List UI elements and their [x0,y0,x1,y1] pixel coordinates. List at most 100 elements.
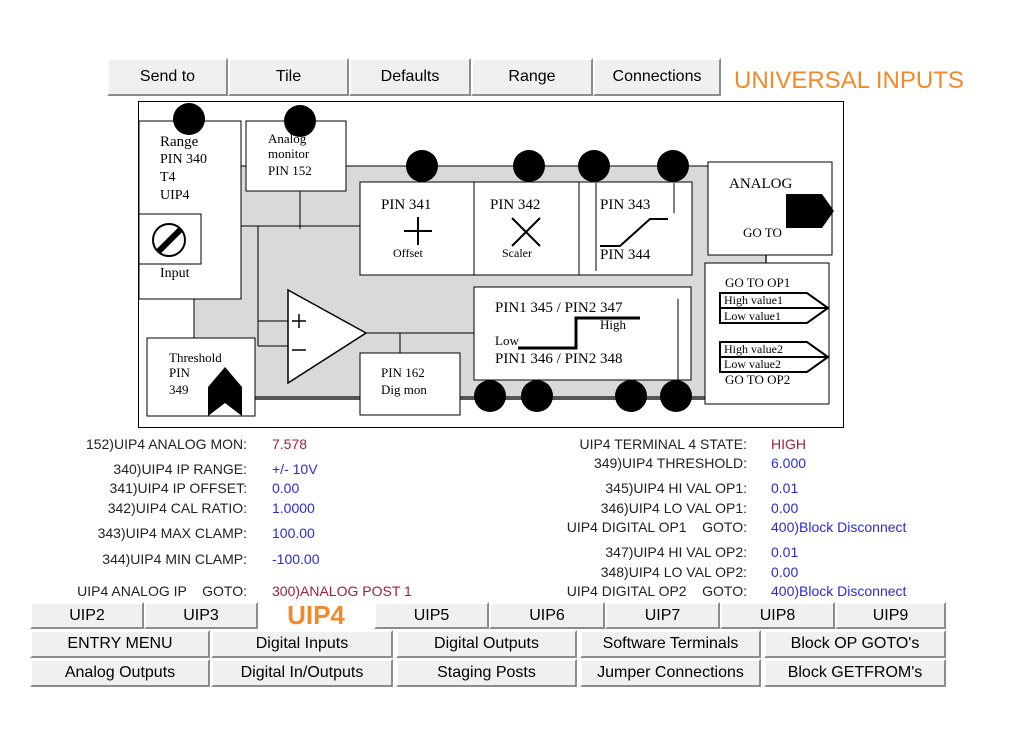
analog-monitor-line-3: PIN 152 [268,163,312,178]
tab-uip5[interactable]: UIP5 [374,602,489,629]
param-value-digital-op1-goto[interactable]: 400)Block Disconnect [771,519,907,535]
analog-goto-label: GO TO [743,225,782,240]
param-label-analog-ip-goto: UIP4 ANALOG IP GOTO: [77,583,247,599]
param-value-max-clamp[interactable]: 100.00 [272,525,315,541]
range-block-line-2: PIN 340 [160,152,207,167]
param-label-terminal-state: UIP4 TERMINAL 4 STATE: [579,436,747,452]
param-value-digital-op2-goto[interactable]: 400)Block Disconnect [771,583,907,599]
tab-uip2[interactable]: UIP2 [30,602,144,629]
connector-analog-monitor[interactable] [284,105,316,137]
range-block-line-3: T4 [160,170,176,185]
defaults-button[interactable]: Defaults [349,58,471,96]
low-value1-label: Low value1 [724,309,781,323]
nav-software-terminals[interactable]: Software Terminals [580,630,761,658]
range-button[interactable]: Range [471,58,593,96]
nav-entry-menu[interactable]: ENTRY MENU [30,630,210,658]
connector-lo-op1[interactable] [521,380,553,412]
param-value-lo-val-op1[interactable]: 0.00 [771,500,799,516]
threshold-arrow-icon [208,367,242,416]
param-label-ip-offset: 341)UIP4 IP OFFSET: [109,480,247,496]
block-diagram: Range PIN 340 T4 UIP4 Input Analog monit… [138,101,844,428]
connector-range[interactable] [173,103,205,135]
low-value2-label: Low value2 [724,357,781,371]
param-label-lo-val-op1: 346)UIP4 LO VAL OP1: [600,500,747,516]
connections-button[interactable]: Connections [593,58,721,96]
input-label: Input [160,266,190,281]
multiply-icon [511,217,541,247]
nav-block-op-gotos[interactable]: Block OP GOTO's [764,630,946,658]
connector-max-clamp[interactable] [578,150,610,182]
analog-goto-title: ANALOG [729,176,792,192]
connector-min-clamp[interactable] [657,150,689,182]
param-label-cal-ratio: 342)UIP4 CAL RATIO: [107,500,247,516]
scaler-label: Scaler [502,246,532,260]
param-value-threshold[interactable]: 6.000 [771,455,807,471]
param-value-lo-val-op2[interactable]: 0.00 [771,564,799,580]
tab-uip8[interactable]: UIP8 [720,602,835,629]
nav-block-getfroms[interactable]: Block GETFROM's [764,659,946,687]
goto-op2-label: GO TO OP2 [725,372,790,387]
tab-uip3[interactable]: UIP3 [144,602,258,629]
param-label-threshold: 349)UIP4 THRESHOLD: [593,455,747,471]
param-value-analog-mon[interactable]: 7.578 [272,436,308,452]
range-block-line-1: Range [160,134,199,150]
param-value-cal-ratio[interactable]: 1.0000 [272,500,315,516]
connector-offset[interactable] [406,150,438,182]
hilo-step-icon [518,316,640,350]
param-value-hi-val-op2[interactable]: 0.01 [771,544,799,560]
hilo-bottom-pins: PIN1 346 / PIN2 348 [495,351,623,367]
param-label-hi-val-op1: 345)UIP4 HI VAL OP1: [605,480,747,496]
param-value-analog-ip-goto[interactable]: 300)ANALOG POST 1 [272,583,412,599]
param-label-analog-mon: 152)UIP4 ANALOG MON: [85,436,247,452]
nav-jumper-connections[interactable]: Jumper Connections [580,659,761,687]
scaler-pin: PIN 342 [490,197,540,213]
clamp-top-pin: PIN 343 [600,197,650,213]
connector-lo-op2[interactable] [660,380,692,412]
threshold-line-3: 349 [169,382,189,397]
param-label-max-clamp: 343)UIP4 MAX CLAMP: [97,525,247,541]
high-value2-label: High value2 [724,342,783,356]
analog-output-arrow-icon [786,194,834,228]
analog-monitor-line-2: monitor [268,146,310,161]
hilo-high-label: High [600,317,627,332]
offset-pin: PIN 341 [381,197,431,213]
tab-uip7[interactable]: UIP7 [605,602,720,629]
param-label-digital-op2-goto: UIP4 DIGITAL OP2 GOTO: [566,583,747,599]
dig-mon-line-2: Dig mon [381,382,427,397]
threshold-line-1: Threshold [169,350,222,365]
nav-analog-outputs[interactable]: Analog Outputs [30,659,210,687]
connector-hi-op1[interactable] [474,380,506,412]
goto-op1-label: GO TO OP1 [725,275,790,290]
send-to-button[interactable]: Send to [107,58,228,96]
nav-digital-in-outputs[interactable]: Digital In/Outputs [211,659,393,687]
plus-icon [404,217,432,245]
comparator-icon [287,288,368,385]
param-label-hi-val-op2: 347)UIP4 HI VAL OP2: [605,544,747,560]
param-value-hi-val-op1[interactable]: 0.01 [771,480,799,496]
dig-mon-line-1: PIN 162 [381,365,425,380]
connector-scaler[interactable] [513,150,545,182]
param-value-min-clamp[interactable]: -100.00 [272,551,320,567]
param-value-terminal-state[interactable]: HIGH [771,436,806,452]
offset-label: Offset [393,246,423,260]
clamp-ramp-icon [600,218,668,247]
param-value-ip-range[interactable]: +/- 10V [272,461,318,477]
param-label-min-clamp: 344)UIP4 MIN CLAMP: [102,551,247,567]
page-title: UNIVERSAL INPUTS [734,67,964,94]
threshold-line-2: PIN [169,365,191,380]
tile-button[interactable]: Tile [228,58,349,96]
param-value-ip-offset[interactable]: 0.00 [272,480,300,496]
connector-hi-op2[interactable] [615,380,647,412]
high-value1-label: High value1 [724,293,783,307]
param-label-lo-val-op2: 348)UIP4 LO VAL OP2: [600,564,747,580]
param-label-ip-range: 340)UIP4 IP RANGE: [113,461,247,477]
nav-digital-outputs[interactable]: Digital Outputs [396,630,577,658]
tab-uip9[interactable]: UIP9 [835,602,946,629]
nav-digital-inputs[interactable]: Digital Inputs [211,630,393,658]
tab-uip4-current: UIP4 [287,599,345,630]
range-block-line-4: UIP4 [160,188,190,203]
nav-staging-posts[interactable]: Staging Posts [396,659,577,687]
hilo-top-pins: PIN1 345 / PIN2 347 [495,300,623,316]
hilo-low-label: Low [495,333,519,348]
tab-uip6[interactable]: UIP6 [489,602,605,629]
